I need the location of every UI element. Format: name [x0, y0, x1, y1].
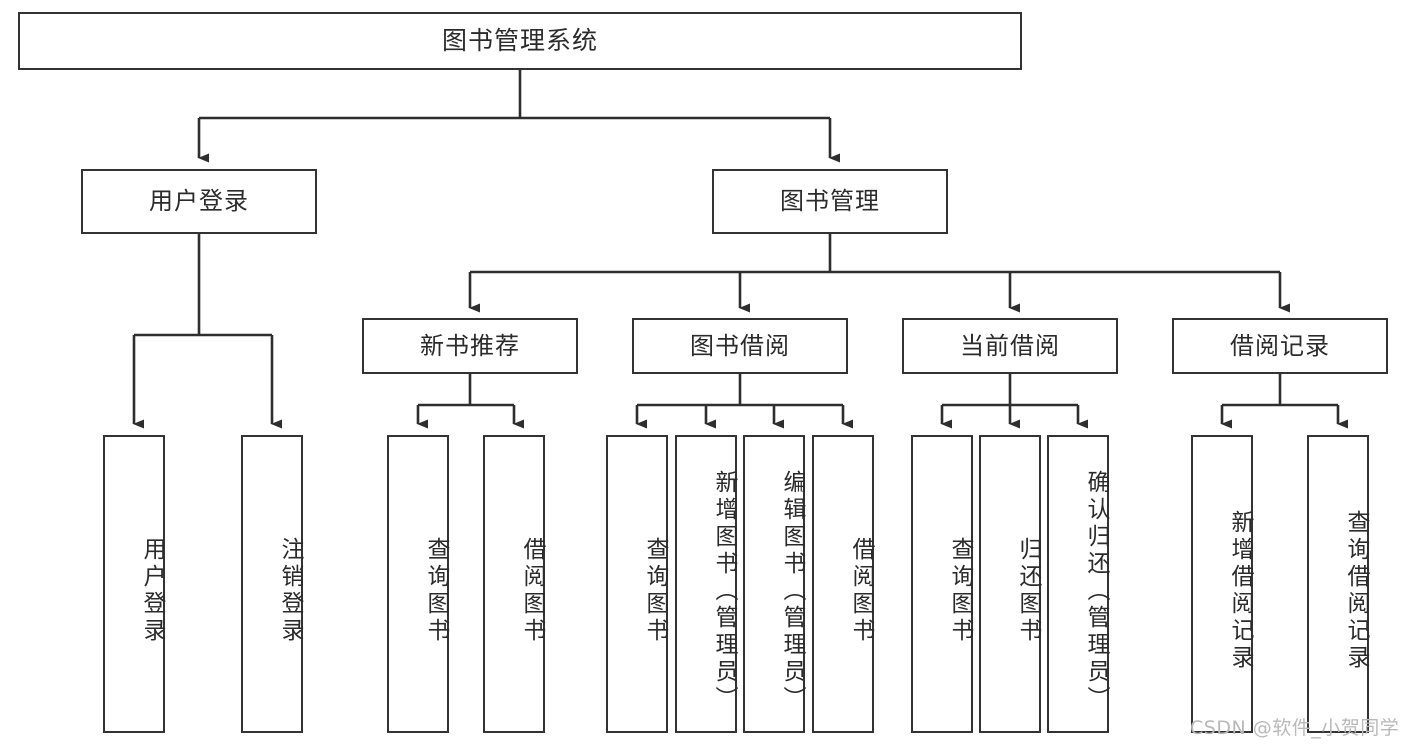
leaf-user-login-logout[interactable]: 注销登录	[241, 435, 303, 733]
node-label: 查询图书	[423, 537, 449, 645]
node-label: 借阅记录	[1230, 331, 1330, 360]
leaf-borrow-record-add[interactable]: 新增借阅记录	[1191, 435, 1253, 733]
node-book-management[interactable]: 图书管理	[712, 169, 948, 234]
node-label: 查询图书	[642, 537, 668, 645]
node-current-borrow[interactable]: 当前借阅	[902, 318, 1118, 374]
node-label: 用户登录	[149, 187, 249, 216]
node-label: 新增借阅记录	[1227, 510, 1253, 672]
node-label: 编辑图书（管理员）	[779, 469, 805, 713]
node-root-book-management-system[interactable]: 图书管理系统	[18, 12, 1022, 70]
leaf-current-borrow-return[interactable]: 归还图书	[979, 435, 1041, 733]
leaf-new-book-query[interactable]: 查询图书	[387, 435, 449, 733]
node-label: 借阅图书	[519, 537, 545, 645]
node-label: 查询借阅记录	[1343, 510, 1369, 672]
leaf-book-borrow-lend[interactable]: 借阅图书	[812, 435, 874, 733]
leaf-book-borrow-add[interactable]: 新增图书（管理员）	[675, 435, 737, 733]
node-label: 用户登录	[139, 537, 165, 645]
leaf-new-book-borrow[interactable]: 借阅图书	[483, 435, 545, 733]
leaf-book-borrow-query[interactable]: 查询图书	[606, 435, 668, 733]
node-label: 查询图书	[947, 537, 973, 645]
node-label: 新增图书（管理员）	[711, 469, 737, 713]
leaf-borrow-record-query[interactable]: 查询借阅记录	[1307, 435, 1369, 733]
node-label: 新书推荐	[420, 331, 520, 360]
node-user-login[interactable]: 用户登录	[81, 169, 317, 234]
leaf-user-login-login[interactable]: 用户登录	[103, 435, 165, 733]
node-label: 图书管理	[780, 187, 880, 216]
node-label: 注销登录	[277, 537, 303, 645]
leaf-current-borrow-query[interactable]: 查询图书	[911, 435, 973, 733]
node-label: 图书管理系统	[441, 26, 598, 56]
node-label: 借阅图书	[848, 537, 874, 645]
node-new-book-recommend[interactable]: 新书推荐	[362, 318, 578, 374]
leaf-book-borrow-edit[interactable]: 编辑图书（管理员）	[743, 435, 805, 733]
node-borrow-record[interactable]: 借阅记录	[1172, 318, 1388, 374]
node-book-borrow[interactable]: 图书借阅	[632, 318, 848, 374]
leaf-current-borrow-confirm-return[interactable]: 确认归还（管理员）	[1047, 435, 1109, 733]
node-label: 确认归还（管理员）	[1083, 469, 1109, 713]
csdn-watermark: CSDN @软件_小贺同学	[1190, 717, 1400, 739]
node-label: 当前借阅	[960, 331, 1060, 360]
node-label: 图书借阅	[690, 331, 790, 360]
node-label: 归还图书	[1015, 537, 1041, 645]
